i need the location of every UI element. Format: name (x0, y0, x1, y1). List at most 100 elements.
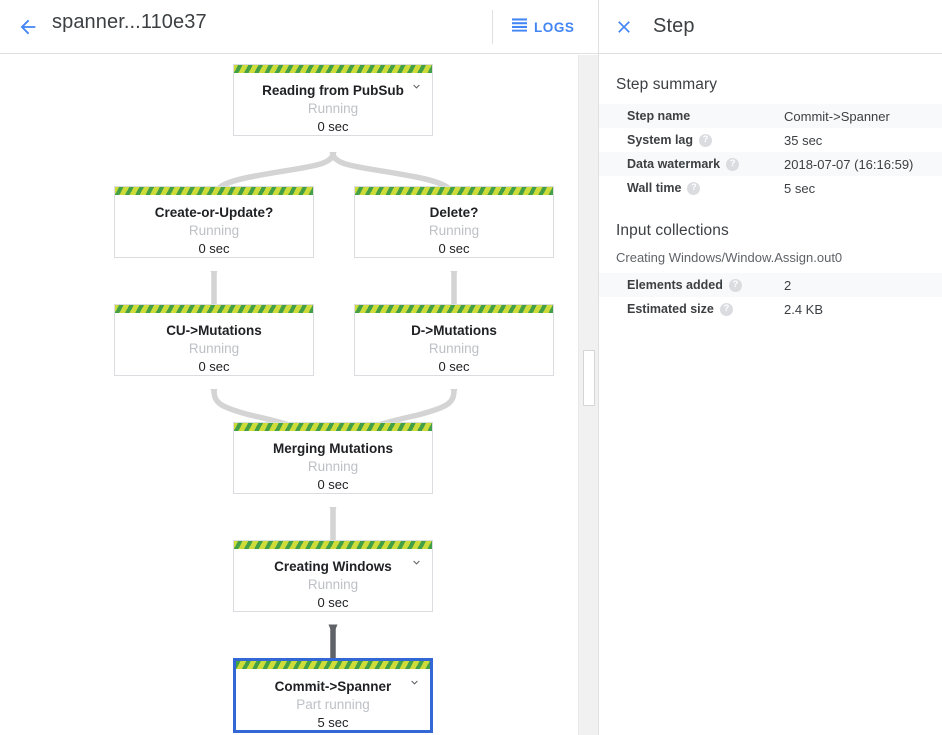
arrow-left-icon[interactable] (14, 13, 42, 41)
step-panel-title: Step (653, 15, 695, 37)
detail-row-key: Step name (627, 109, 784, 123)
node-status-stripe (355, 187, 553, 195)
chevron-down-icon[interactable] (407, 675, 421, 689)
detail-row: Step name Commit->Spanner (599, 104, 942, 128)
help-icon[interactable]: ? (728, 278, 742, 292)
detail-row-value: 2 (784, 277, 792, 293)
scrollbar-thumb[interactable] (583, 350, 595, 406)
detail-row: Elements added?2 (599, 273, 942, 297)
node-title: Reading from PubSub (262, 83, 404, 98)
logs-button[interactable]: LOGS (508, 12, 578, 42)
help-icon[interactable]: ? (699, 133, 713, 147)
step-panel-header: Step (599, 0, 942, 54)
node-status: Running (307, 459, 359, 474)
help-icon[interactable]: ? (719, 302, 733, 316)
node-status-stripe (234, 541, 432, 549)
node-title: Delete? (429, 205, 479, 220)
job-graph-pane: spanner...110e37 LOGS (0, 0, 598, 735)
node-title: Commit->Spanner (274, 679, 392, 694)
detail-row: Data watermark?2018-07-07 (16:16:59) (599, 152, 942, 176)
node-elapsed-time: 5 sec (317, 715, 349, 730)
node-title: Create-or-Update? (154, 205, 274, 220)
node-title: CU->Mutations (166, 323, 262, 338)
graph-node-create-or-update[interactable]: Create-or-Update? Running 0 sec (114, 186, 314, 258)
detail-key-label: Data watermark (627, 157, 721, 171)
node-status-stripe (115, 305, 313, 313)
node-status: Running (188, 341, 240, 356)
node-elapsed-time: 0 sec (198, 359, 230, 374)
detail-row-value: 35 sec (784, 132, 823, 148)
detail-row-key: System lag? (627, 133, 784, 147)
detail-key-label: Estimated size (627, 302, 714, 316)
page-title: spanner...110e37 (52, 11, 207, 33)
logs-button-label: LOGS (534, 19, 575, 35)
detail-key-label: Wall time (627, 181, 682, 195)
detail-row-key: Elements added? (627, 278, 784, 292)
node-body: Create-or-Update? Running 0 sec (115, 195, 313, 257)
detail-row: Estimated size?2.4 KB (599, 297, 942, 321)
detail-row-value: 5 sec (784, 180, 816, 196)
node-elapsed-time: 0 sec (198, 241, 230, 256)
node-status: Running (307, 577, 359, 592)
node-status: Running (428, 341, 480, 356)
node-status-stripe (355, 305, 553, 313)
node-elapsed-time: 0 sec (317, 119, 349, 134)
step-details-pane: Step Step summary Step name Commit->Spann… (598, 0, 942, 735)
node-status-stripe (234, 423, 432, 431)
input-collections-heading: Input collections (616, 222, 729, 239)
detail-row-value: Commit->Spanner (784, 108, 890, 124)
detail-row: Wall time?5 sec (599, 176, 942, 200)
node-title: D->Mutations (411, 323, 497, 338)
node-elapsed-time: 0 sec (317, 595, 349, 610)
node-elapsed-time: 0 sec (438, 359, 470, 374)
node-status-stripe (115, 187, 313, 195)
chevron-down-icon[interactable] (409, 79, 423, 93)
node-title: Merging Mutations (273, 441, 393, 456)
logs-list-icon (512, 17, 527, 37)
detail-row-key: Estimated size? (627, 302, 784, 316)
node-status-stripe (234, 65, 432, 73)
top-app-bar: spanner...110e37 LOGS (0, 0, 598, 54)
detail-key-label: System lag (627, 133, 694, 147)
help-icon[interactable]: ? (687, 181, 701, 195)
graph-edges (210, 151, 458, 672)
help-icon[interactable]: ? (726, 157, 740, 171)
detail-row: System lag?35 sec (599, 128, 942, 152)
node-status: Running (188, 223, 240, 238)
detail-key-label: Step name (627, 109, 691, 123)
input-collection-name: Creating Windows/Window.Assign.out0 (616, 250, 843, 265)
chevron-down-icon[interactable] (409, 555, 423, 569)
node-elapsed-time: 0 sec (317, 477, 349, 492)
graph-vertical-scrollbar[interactable] (578, 55, 598, 735)
step-summary-heading: Step summary (616, 76, 718, 93)
toolbar-divider (492, 10, 493, 44)
node-elapsed-time: 0 sec (438, 241, 470, 256)
node-status: Part running (296, 697, 370, 712)
detail-row-key: Wall time? (627, 181, 784, 195)
detail-key-label: Elements added (627, 278, 723, 292)
detail-row-value: 2.4 KB (784, 301, 824, 317)
node-status: Running (307, 101, 359, 116)
node-status-stripe (236, 661, 430, 669)
close-icon[interactable] (609, 12, 639, 42)
detail-row-key: Data watermark? (627, 157, 784, 171)
